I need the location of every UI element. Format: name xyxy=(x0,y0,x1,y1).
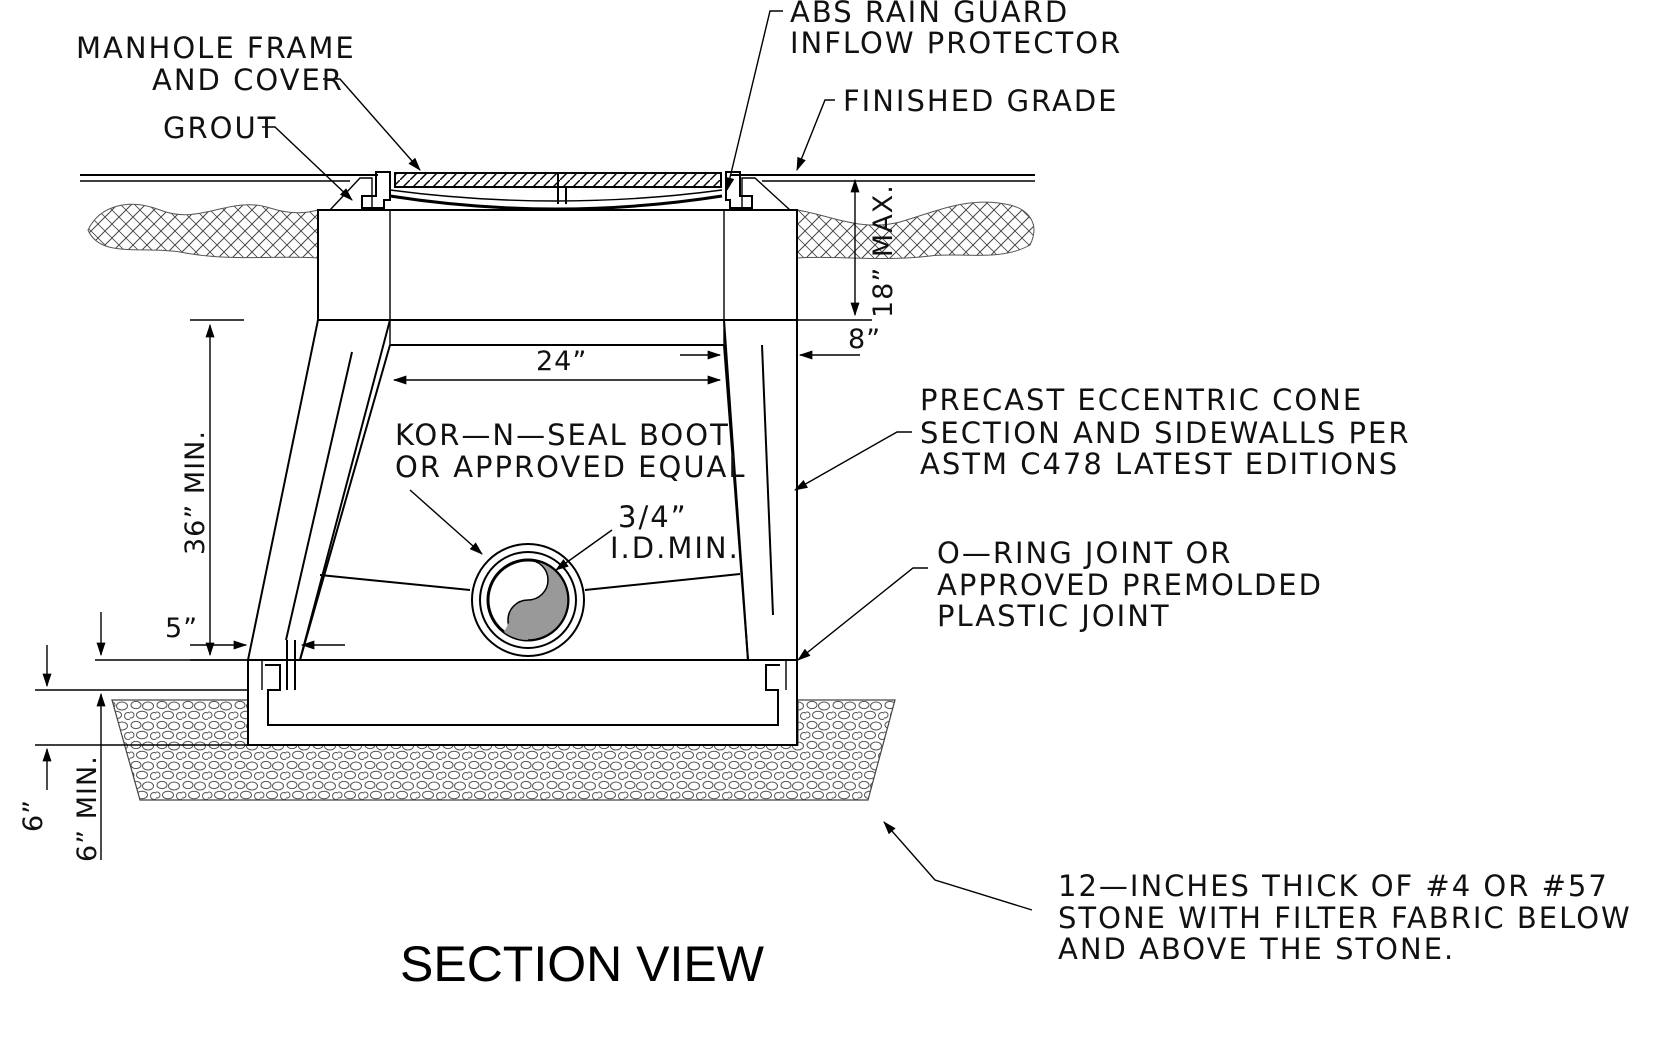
label-stone-1: 12—INCHES THICK OF #4 OR #57 xyxy=(1058,869,1609,903)
label-manhole-frame-2: AND COVER xyxy=(152,63,344,97)
invert-line-right xyxy=(584,573,741,591)
base-slab xyxy=(247,659,798,746)
leader-oring xyxy=(797,567,928,661)
soil-right xyxy=(796,201,1035,260)
riser-section xyxy=(317,209,798,321)
dim-riser-label: 18” MAX. xyxy=(868,184,899,318)
dim-opening-label: 24” xyxy=(536,346,587,377)
cone-inner-left xyxy=(299,344,391,661)
label-stone-3: AND ABOVE THE STONE. xyxy=(1058,932,1455,966)
cone-wall-left xyxy=(246,319,392,661)
label-joint-3: PLASTIC JOINT xyxy=(937,599,1171,633)
label-boot-1: KOR—N—SEAL BOOT xyxy=(395,418,730,452)
label-boot-2: OR APPROVED EQUAL xyxy=(395,450,747,484)
leader-precast xyxy=(794,431,912,491)
rebar-right xyxy=(761,344,774,616)
base-inner-channel xyxy=(265,664,780,726)
manhole-frame-left xyxy=(361,171,391,209)
label-precast-2: SECTION AND SIDEWALLS PER xyxy=(920,416,1411,450)
leader-boot xyxy=(409,489,483,555)
leader-finished-grade xyxy=(796,99,835,172)
label-stone-2: STONE WITH FILTER FABRIC BELOW xyxy=(1058,901,1632,935)
leader-manhole-frame xyxy=(323,78,421,171)
manhole-frame-right xyxy=(725,171,753,209)
leader-pipe xyxy=(555,529,613,571)
rain-guard-dish-inner xyxy=(389,189,723,202)
label-rain-guard-1: ABS RAIN GUARD xyxy=(790,0,1069,29)
label-pipe-2: I.D.MIN. xyxy=(610,531,740,565)
pipe-flow-2 xyxy=(504,602,528,640)
boot-outer xyxy=(471,543,585,657)
grout-left xyxy=(328,177,373,211)
dim-stone-label: 6” MIN. xyxy=(72,755,103,862)
invert-line-left xyxy=(319,574,471,591)
label-grout: GROUT xyxy=(163,111,277,145)
label-rain-guard-2: INFLOW PROTECTOR xyxy=(790,26,1122,60)
label-precast-1: PRECAST ECCENTRIC CONE xyxy=(920,383,1363,417)
label-precast-3: ASTM C478 LATEST EDITIONS xyxy=(920,447,1399,481)
dim-cone-label: 36” MIN. xyxy=(180,430,211,555)
leader-rain-guard xyxy=(725,10,783,192)
label-joint-1: O—RING JOINT OR xyxy=(937,536,1232,570)
soil-left xyxy=(87,203,319,259)
drawing-title: SECTION VIEW xyxy=(400,936,765,992)
leader-grout xyxy=(262,126,353,201)
rain-guard-dish xyxy=(389,194,723,211)
rebar-left xyxy=(285,351,353,641)
dim-offset-label: 5” xyxy=(165,613,198,644)
cone-inner-right xyxy=(723,344,749,661)
label-finished-grade: FINISHED GRADE xyxy=(843,84,1119,118)
leader-stone xyxy=(883,821,1033,911)
dim-wall-label: 8” xyxy=(848,324,881,355)
boot-inner xyxy=(479,551,577,649)
dim-base-label: 6” xyxy=(18,799,49,832)
label-manhole-frame-1: MANHOLE FRAME xyxy=(76,31,356,65)
label-pipe-1: 3/4” xyxy=(618,500,688,534)
grout-right xyxy=(741,177,792,211)
label-joint-2: APPROVED PREMOLDED xyxy=(937,568,1323,602)
